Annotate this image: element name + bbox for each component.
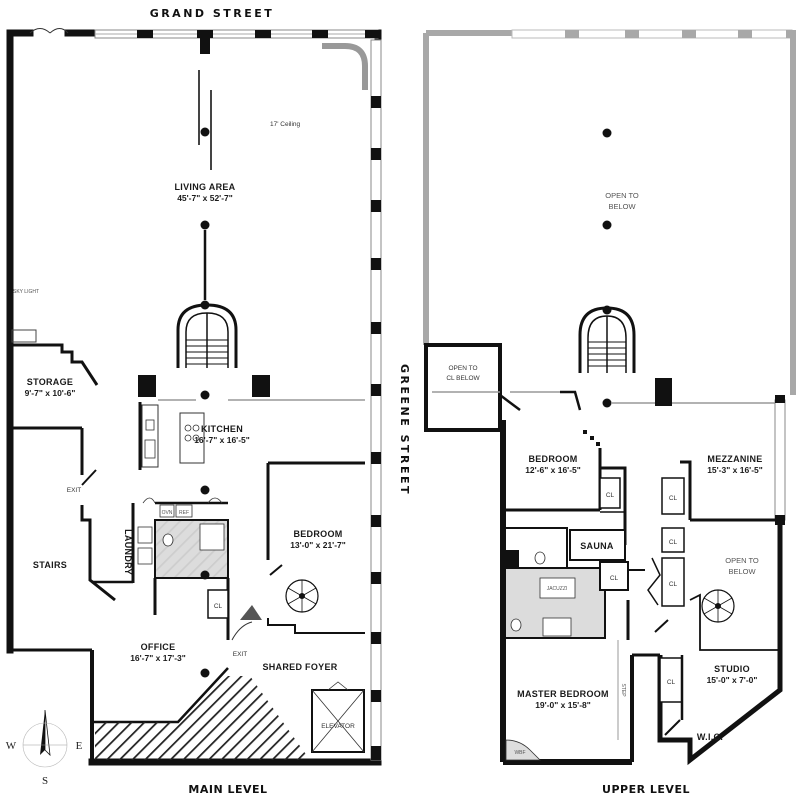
walk-in-closet-label: W.I.C. [697, 732, 723, 742]
greene-street-label: GREENE STREET [398, 364, 411, 496]
office-dimensions: 16'-7" x 17'-3" [130, 653, 186, 663]
open-to-below-line1: OPEN TO [605, 191, 639, 200]
stairs-name: STAIRS [33, 560, 67, 570]
closet-label-upper-3: CL [669, 539, 678, 546]
step-label: STEP [620, 683, 626, 697]
open-to-cl-below-line1: OPEN TO [448, 365, 477, 372]
closet-label-main: CL [214, 603, 223, 610]
kitchen-dimensions: 16'-7" x 16'-5" [194, 435, 250, 445]
compass-icon [22, 709, 68, 768]
shared-foyer-label: SHARED FOYER [262, 662, 337, 672]
mezzanine-name: MEZZANINE [707, 454, 762, 464]
sauna-label: SAUNA [580, 541, 614, 551]
compass-west-label: W [6, 740, 17, 752]
compass-south-label: S [42, 775, 48, 787]
master-bedroom-dimensions: 19'-0" x 15'-8" [535, 700, 591, 710]
closet-label-upper-1: CL [606, 492, 615, 499]
living-area-name: LIVING AREA [175, 182, 236, 192]
upper-level-plan [423, 29, 796, 766]
laundry-label: LAUNDRY [123, 529, 133, 575]
closet-label-upper-6: CL [667, 679, 676, 686]
office-name: OFFICE [141, 642, 176, 652]
main-level-label: MAIN LEVEL [188, 783, 267, 796]
studio-dimensions: 15'-0" x 7'-0" [707, 675, 758, 685]
main-level-plan [6, 28, 382, 766]
living-area-dimensions: 45'-7" x 52'-7" [177, 193, 233, 203]
closet-label-upper-2: CL [669, 495, 678, 502]
ceiling-height-label: 17' Ceiling [270, 121, 301, 128]
open-to-below-2-line1: OPEN TO [725, 556, 759, 565]
master-bedroom-name: MASTER BEDROOM [517, 689, 609, 699]
oven-label: OVN [162, 510, 173, 516]
jacuzzi-label: JACUZZI [547, 586, 568, 592]
bedroom-upper-name: BEDROOM [528, 454, 577, 464]
studio-name: STUDIO [714, 664, 750, 674]
upper-level-label: UPPER LEVEL [602, 783, 690, 796]
bedroom-main-name: BEDROOM [293, 529, 342, 539]
open-to-cl-below-line2: CL BELOW [446, 375, 480, 382]
kitchen-name: KITCHEN [201, 424, 243, 434]
exit-label-1: EXIT [67, 487, 81, 494]
closet-label-upper-5: CL [669, 581, 678, 588]
storage-name: STORAGE [27, 377, 73, 387]
storage-dimensions: 9'-7" x 10'-6" [25, 388, 76, 398]
grand-street-label: GRAND STREET [150, 7, 275, 20]
exit-label-2: EXIT [233, 651, 247, 658]
bedroom-main-dimensions: 13'-0" x 21'-7" [290, 540, 346, 550]
compass-east-label: E [76, 740, 83, 752]
wbf-label: WBF [514, 750, 525, 756]
open-to-below-line2: BELOW [608, 202, 636, 211]
closet-label-upper-4: CL [610, 575, 619, 582]
elevator-label: ELEVATOR [321, 723, 355, 730]
open-to-below-2-line2: BELOW [728, 567, 756, 576]
mezzanine-dimensions: 15'-3" x 16'-5" [707, 465, 763, 475]
bedroom-upper-dimensions: 12'-6" x 16'-5" [525, 465, 581, 475]
skylight-label: SKY LIGHT [13, 289, 39, 295]
refrigerator-label: REF [179, 510, 189, 516]
